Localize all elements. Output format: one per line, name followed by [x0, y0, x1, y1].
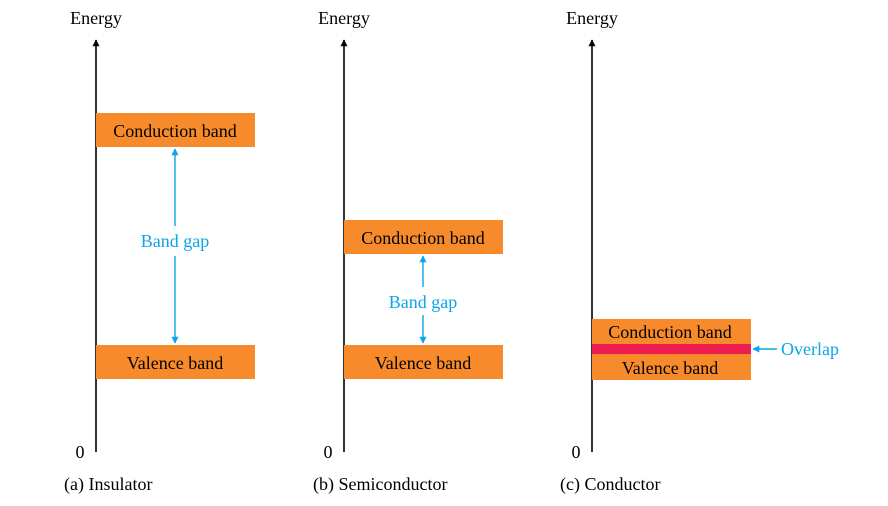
conduction-band	[96, 113, 255, 147]
valence-band-label: Valence band	[127, 353, 223, 373]
panel-caption: (c) Conductor	[560, 474, 660, 495]
valence-band	[592, 354, 751, 380]
band-gap-label: Band gap	[141, 231, 209, 251]
origin-label: 0	[572, 442, 581, 462]
energy-axis-label: Energy	[318, 8, 370, 28]
valence-band-label: Valence band	[622, 358, 718, 378]
conduction-band	[344, 220, 503, 254]
energy-axis-label: Energy	[566, 8, 618, 28]
conduction-band-label: Conduction band	[113, 121, 237, 141]
overlap-label: Overlap	[781, 339, 839, 359]
conduction-band-label: Conduction band	[608, 322, 732, 342]
conduction-band	[592, 319, 751, 344]
panel-conductor: Energy 0 Conduction band Valence band Ov…	[560, 8, 839, 495]
panel-insulator: Energy 0 Conduction band Valence band Ba…	[64, 8, 255, 495]
valence-band	[344, 345, 503, 379]
origin-label: 0	[76, 442, 85, 462]
panel-caption: (a) Insulator	[64, 474, 152, 495]
panel-caption: (b) Semiconductor	[313, 474, 447, 495]
energy-axis-label: Energy	[70, 8, 122, 28]
band-gap-label: Band gap	[389, 292, 457, 312]
overlap-band	[592, 344, 751, 354]
valence-band-label: Valence band	[375, 353, 471, 373]
valence-band	[96, 345, 255, 379]
origin-label: 0	[324, 442, 333, 462]
conduction-band-label: Conduction band	[361, 228, 485, 248]
panel-semiconductor: Energy 0 Conduction band Valence band Ba…	[313, 8, 503, 495]
